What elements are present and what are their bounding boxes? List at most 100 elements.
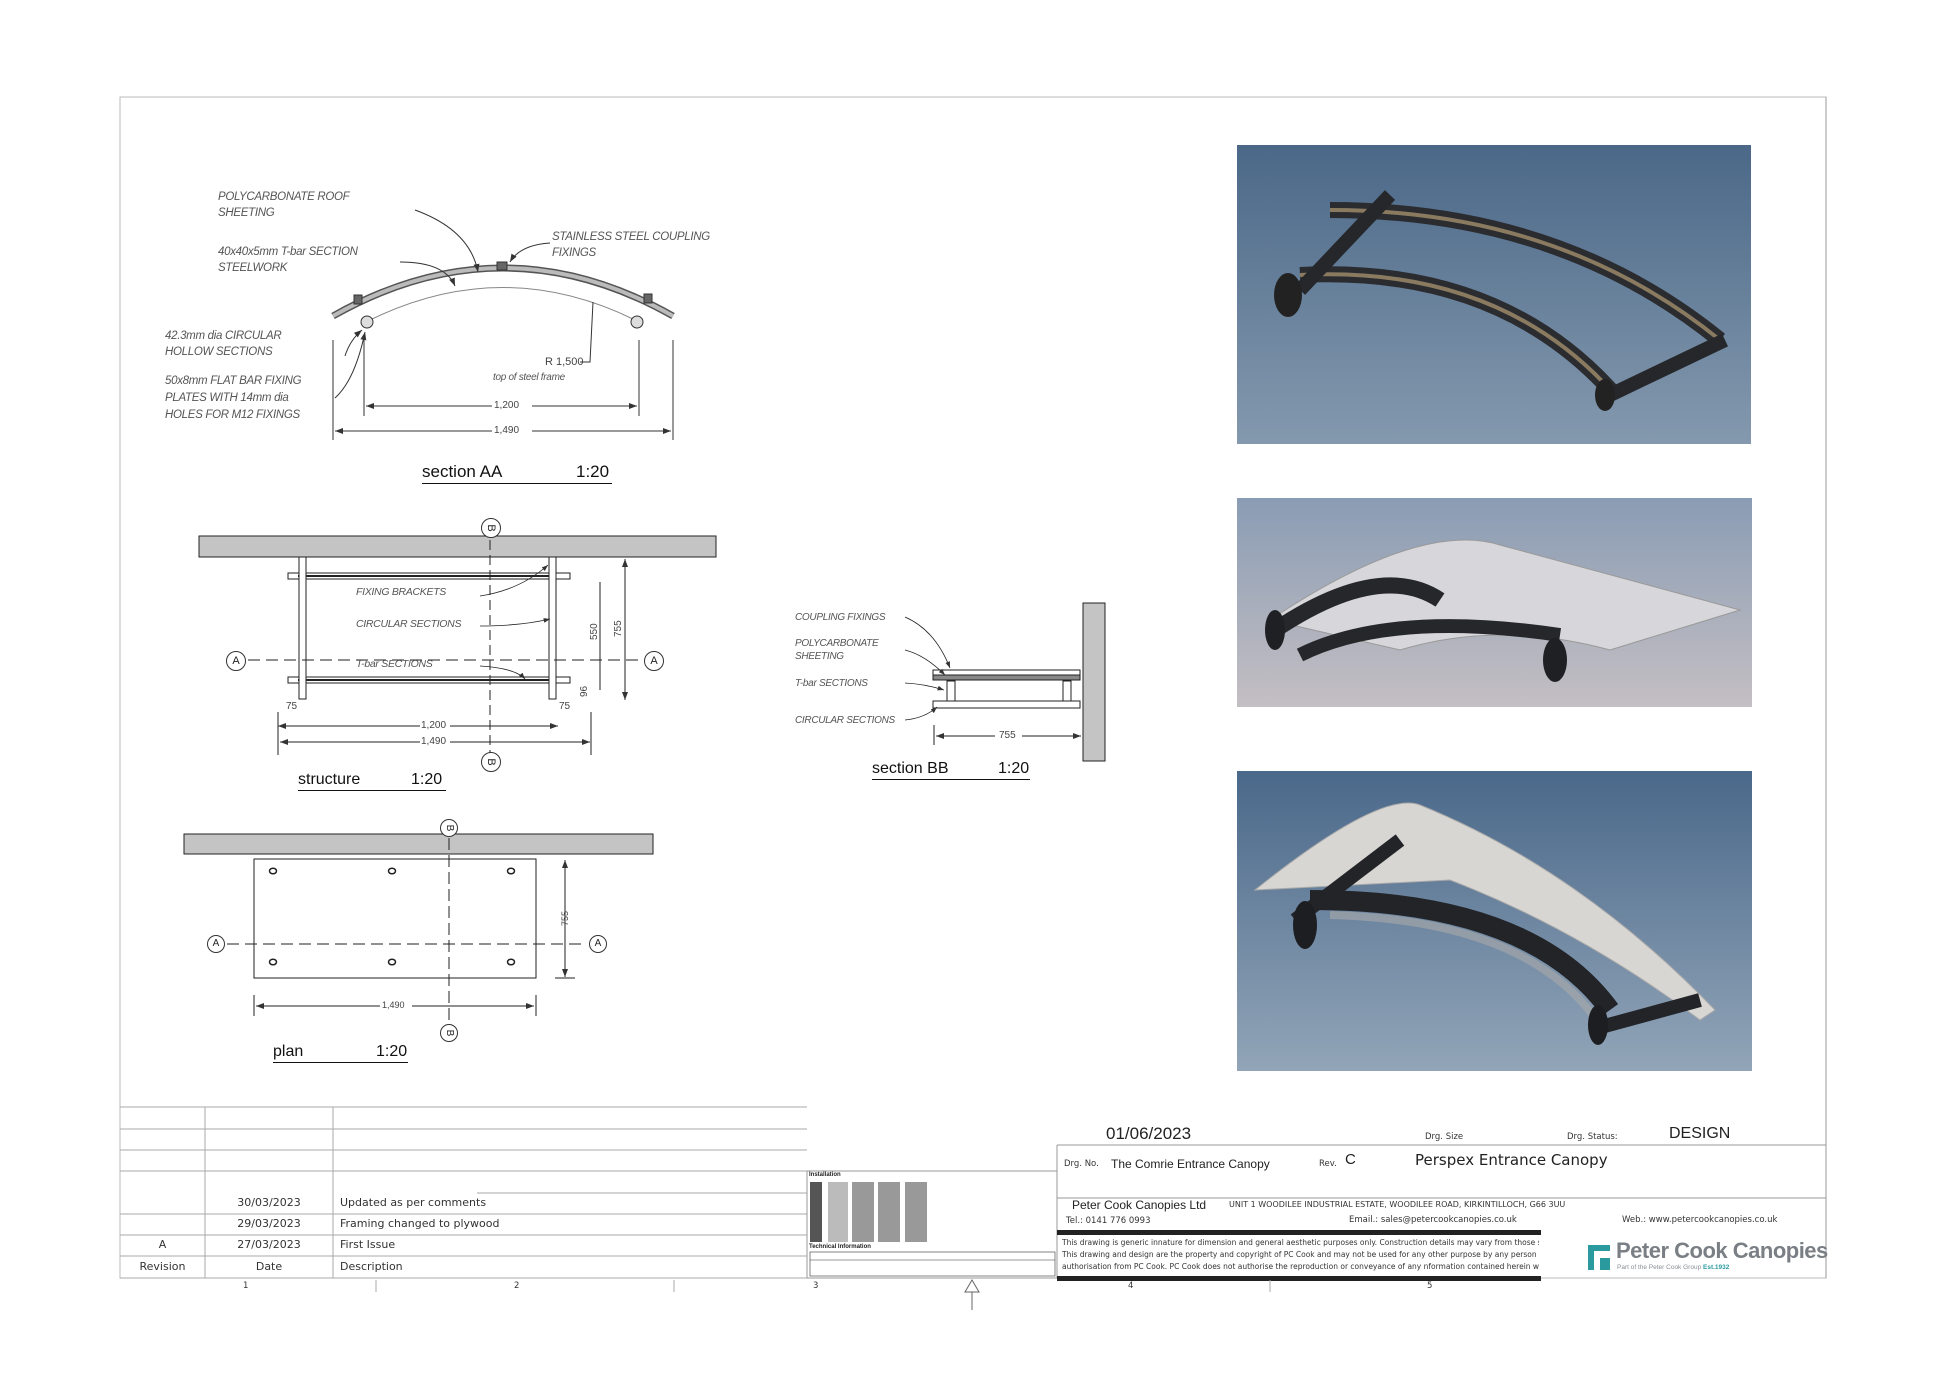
logo-tagline-text: Part of the Peter Cook Group: [1617, 1264, 1702, 1271]
dimension-550: 550: [589, 623, 600, 640]
company-web[interactable]: Web.: www.petercookcanopies.co.uk: [1622, 1215, 1778, 1225]
label: PLATES WITH 14mm dia: [165, 392, 289, 404]
view-title: section AA: [422, 462, 503, 481]
revision-description: Framing changed to plywood: [340, 1217, 500, 1230]
revision-date: 27/03/2023: [237, 1238, 301, 1251]
section-marker-a: A: [644, 651, 664, 671]
section-bb-title: section BB 1:20: [872, 760, 1030, 780]
view-title: section BB: [872, 760, 949, 777]
view-scale: 1:20: [576, 462, 610, 481]
dimension-1490: 1,490: [494, 425, 520, 436]
disclaimer: This drawing is generic innature for dim…: [1062, 1237, 1539, 1273]
dimension-755: 755: [999, 730, 1016, 741]
technical-information-heading: Technical Information: [809, 1244, 871, 1250]
dimension-755: 755: [613, 620, 624, 637]
render-view-2: [1237, 498, 1752, 707]
structure-title: structure 1:20: [298, 771, 446, 791]
company-tel: Tel.: 0141 776 0993: [1066, 1216, 1151, 1226]
label: CIRCULAR SECTIONS: [356, 618, 462, 630]
label: POLYCARBONATE: [795, 638, 879, 649]
rev-label: Rev.: [1319, 1159, 1337, 1169]
label: 42.3mm dia CIRCULAR: [165, 330, 282, 342]
revision-description: First Issue: [340, 1238, 396, 1251]
drg-status: DESIGN: [1669, 1125, 1731, 1142]
company-address: UNIT 1 WOODILEE INDUSTRIAL ESTATE, WOODI…: [1229, 1200, 1566, 1209]
drg-no: The Comrie Entrance Canopy: [1111, 1157, 1270, 1171]
radius-note: top of steel frame: [493, 372, 565, 383]
grid-number: 1: [243, 1281, 249, 1291]
installation-heading: Installation: [809, 1172, 841, 1178]
view-title: structure: [298, 771, 361, 788]
section-aa-title: section AA 1:20: [422, 462, 612, 484]
structure-drawing: [198, 535, 717, 760]
logo-mark-icon: [1588, 1245, 1610, 1270]
label: COUPLING FIXINGS: [795, 612, 886, 623]
dimension-1490: 1,490: [382, 1000, 405, 1010]
section-marker-a: A: [207, 935, 225, 953]
section-marker-b: B: [440, 1024, 458, 1042]
section-marker-a: A: [226, 651, 246, 671]
disclaimer-line: This drawing and design are the property…: [1062, 1250, 1539, 1259]
logo-est: Est.1932: [1703, 1264, 1730, 1271]
dimension-1200: 1,200: [494, 400, 520, 411]
title-block-rule: [1057, 1276, 1541, 1281]
view-scale: 1:20: [998, 760, 1030, 777]
dimension-755: 755: [560, 910, 570, 926]
section-marker-b: B: [440, 819, 458, 837]
view-title: plan: [273, 1043, 304, 1060]
section-bb-drawing: [904, 602, 1106, 762]
grid-number: 3: [813, 1281, 819, 1291]
revision-date: 29/03/2023: [237, 1217, 301, 1230]
installation-sheet-image: [806, 1170, 1058, 1279]
dimension-75: 75: [286, 701, 298, 712]
section-aa-drawing: [331, 209, 675, 440]
section-marker-a: A: [589, 935, 607, 953]
rev-value: C: [1345, 1151, 1356, 1168]
drg-size-label: Drg. Size: [1425, 1132, 1464, 1142]
revision-description: Updated as per comments: [340, 1196, 487, 1209]
drg-no-label: Drg. No.: [1064, 1159, 1099, 1169]
title-block-lines: [1056, 97, 1827, 1278]
label: FIXINGS: [552, 247, 596, 259]
disclaimer-line: This drawing is generic innature for dim…: [1062, 1238, 1539, 1247]
label: T-bar SECTIONS: [356, 658, 433, 670]
label: 40x40x5mm T-bar SECTION: [218, 246, 358, 258]
drawing-date: 01/06/2023: [1106, 1124, 1192, 1143]
label: STEELWORK: [218, 262, 288, 274]
disclaimer-line: authorisation from PC Cook. PC Cook does…: [1062, 1262, 1539, 1271]
title-block-rule: [1057, 1230, 1541, 1235]
grid-number: 2: [514, 1281, 520, 1291]
radius-dimension: R 1,500: [545, 356, 584, 368]
label: 50x8mm FLAT BAR FIXING: [165, 375, 302, 387]
dimension-96: 96: [579, 685, 590, 697]
render-view-3: [1237, 771, 1752, 1071]
grid-ticks: [375, 1279, 1271, 1310]
header-date: Date: [255, 1260, 283, 1273]
label: FIXING BRACKETS: [356, 586, 447, 598]
view-scale: 1:20: [376, 1043, 408, 1060]
dimension-75: 75: [559, 701, 571, 712]
label: SHEETING: [218, 207, 275, 219]
grid-number: 5: [1427, 1281, 1433, 1291]
label: HOLLOW SECTIONS: [165, 346, 273, 358]
dimension-1490: 1,490: [421, 736, 447, 747]
plan-title: plan 1:20: [273, 1043, 408, 1063]
company-email: Email.: sales@petercookcanopies.co.uk: [1349, 1215, 1517, 1225]
label: STAINLESS STEEL COUPLING: [552, 231, 710, 243]
view-scale: 1:20: [411, 771, 443, 788]
render-view-1: [1237, 145, 1751, 444]
label: CIRCULAR SECTIONS: [795, 715, 895, 726]
header-description: Description: [340, 1260, 403, 1273]
label: T-bar SECTIONS: [795, 678, 868, 689]
dimension-1200: 1,200: [421, 720, 447, 731]
label: SHEETING: [795, 651, 844, 662]
section-marker-b: B: [481, 518, 501, 538]
revision-date: 30/03/2023: [237, 1196, 301, 1209]
label: POLYCARBONATE ROOF: [218, 191, 350, 203]
header-revision: Revision: [139, 1260, 186, 1273]
revision-code: A: [158, 1238, 167, 1251]
logo-wordmark: Peter Cook Canopies: [1616, 1238, 1828, 1263]
plan-drawing: [183, 833, 654, 1020]
company-name: Peter Cook Canopies Ltd: [1072, 1198, 1207, 1212]
